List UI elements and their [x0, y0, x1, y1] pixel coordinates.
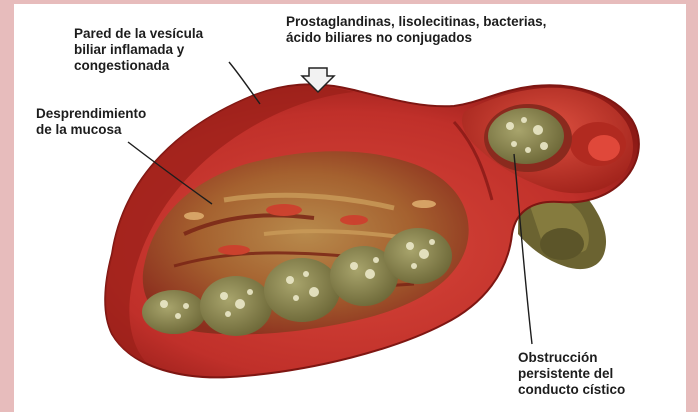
- label-duct-obstruction: Obstrucción persistente del conducto cís…: [518, 350, 625, 398]
- leader-line-wall: [229, 62, 260, 104]
- label-mucosa-detachment: Desprendimiento de la mucosa: [36, 106, 146, 138]
- diagram-panel: Pared de la vesícula biliar inflamada y …: [14, 4, 686, 412]
- impacted-stone: [484, 104, 572, 172]
- label-inflamed-wall: Pared de la vesícula biliar inflamada y …: [74, 26, 203, 74]
- label-irritant-agents: Prostaglandinas, lisolecitinas, bacteria…: [286, 14, 546, 46]
